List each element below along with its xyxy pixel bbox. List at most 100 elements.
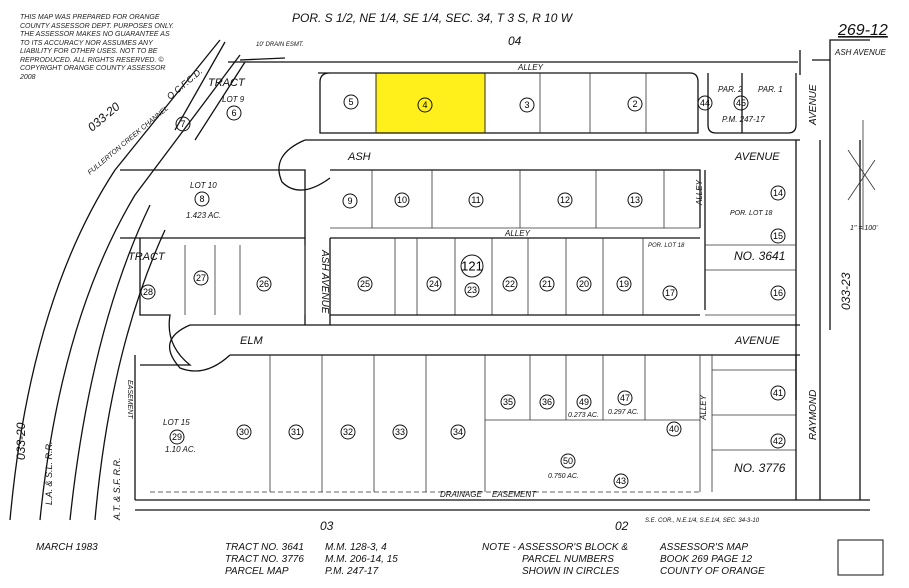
parcel-3[interactable]: 3 bbox=[519, 97, 535, 113]
parcel-30[interactable]: 30 bbox=[236, 424, 252, 440]
parcel-number: 4 bbox=[422, 100, 427, 110]
parcel-number: 26 bbox=[259, 279, 269, 289]
tract-number: NO. 3776 bbox=[734, 461, 786, 475]
parcel-circle bbox=[193, 270, 209, 286]
parcel-circle bbox=[342, 193, 358, 209]
parcel-number: 47 bbox=[620, 393, 630, 403]
parcel-number: 12 bbox=[560, 195, 570, 205]
parcel-label: PAR. 2 bbox=[718, 85, 743, 94]
parcel-number: 28 bbox=[143, 287, 153, 297]
parcel-14[interactable]: 14 bbox=[770, 185, 786, 201]
parcel-circle bbox=[770, 285, 786, 301]
parcel-circle bbox=[627, 96, 643, 112]
parcel-25[interactable]: 25 bbox=[357, 276, 373, 292]
book-left-bottom: 033-20 bbox=[14, 422, 28, 460]
street-label: ALLEY bbox=[517, 63, 544, 72]
parcel-number: 40 bbox=[669, 424, 679, 434]
parcel-circle bbox=[616, 276, 632, 292]
railroad-label: L.A. & S.L. R.R. bbox=[44, 441, 54, 505]
parcel-42[interactable]: 42 bbox=[770, 433, 786, 449]
parcel-11[interactable]: 11 bbox=[468, 192, 484, 208]
parcel-circle bbox=[357, 276, 373, 292]
railroad-label: A.T. & S.F. R.R. bbox=[112, 457, 122, 521]
parcel-number: 21 bbox=[542, 279, 552, 289]
parcel-20[interactable]: 20 bbox=[576, 276, 592, 292]
parcel-circle bbox=[394, 192, 410, 208]
parcel-12[interactable]: 12 bbox=[557, 192, 573, 208]
parcel-41[interactable]: 41 bbox=[770, 385, 786, 401]
parcel-number: 9 bbox=[347, 196, 352, 206]
parcel-circle bbox=[236, 424, 252, 440]
map-linework bbox=[9, 39, 884, 576]
parcel-circle bbox=[169, 429, 185, 445]
parcel-24[interactable]: 24 bbox=[426, 276, 442, 292]
parcel-10[interactable]: 10 bbox=[394, 192, 410, 208]
parcel-40[interactable]: 40 bbox=[666, 421, 682, 437]
parcel-27[interactable]: 27 bbox=[193, 270, 209, 286]
block-label: 02 bbox=[615, 519, 629, 533]
parcel-16[interactable]: 16 bbox=[770, 285, 786, 301]
parcel-13[interactable]: 13 bbox=[627, 192, 643, 208]
parcel-circle bbox=[560, 453, 576, 469]
lot-label: LOT 9 bbox=[222, 95, 245, 104]
parcel-7[interactable]: 7 bbox=[175, 116, 191, 132]
parcel-17[interactable]: 17 bbox=[662, 285, 678, 301]
parcel-circle bbox=[140, 284, 156, 300]
book-line: COUNTY OF ORANGE bbox=[660, 566, 765, 577]
lot-label: POR. LOT 18 bbox=[730, 210, 773, 217]
parcel-9[interactable]: 9 bbox=[342, 193, 358, 209]
parcel-circle bbox=[288, 424, 304, 440]
parcel-circle bbox=[576, 394, 592, 410]
parcel-29[interactable]: 29 bbox=[169, 429, 185, 445]
parcel-4[interactable]: 4 bbox=[417, 97, 433, 113]
parcel-34[interactable]: 34 bbox=[450, 424, 466, 440]
ref: P.M. 247-17 bbox=[325, 566, 379, 577]
parcel-circle bbox=[392, 424, 408, 440]
parcel-circle bbox=[539, 394, 555, 410]
parcel-19[interactable]: 19 bbox=[616, 276, 632, 292]
parcel-circle bbox=[460, 254, 484, 278]
parcel-28[interactable]: 28 bbox=[140, 284, 156, 300]
parcel-number: 121 bbox=[461, 259, 483, 274]
street-label: ASH AVENUE bbox=[319, 249, 330, 314]
block-number[interactable]: 121 bbox=[460, 254, 484, 278]
parcel-32[interactable]: 32 bbox=[340, 424, 356, 440]
parcel-5[interactable]: 5 bbox=[343, 94, 359, 110]
parcel-8[interactable]: 8 bbox=[194, 191, 210, 207]
parcel-circle bbox=[770, 385, 786, 401]
parcel-33[interactable]: 33 bbox=[392, 424, 408, 440]
parcel-23[interactable]: 23 bbox=[464, 282, 480, 298]
parcel-15[interactable]: 15 bbox=[770, 228, 786, 244]
parcel-45[interactable]: 45 bbox=[733, 95, 749, 111]
parcel-50[interactable]: 50 bbox=[560, 453, 576, 469]
parcel-circle bbox=[576, 276, 592, 292]
parcel-number: 34 bbox=[453, 427, 463, 437]
parcel-6[interactable]: 6 bbox=[226, 105, 242, 121]
parcel-circle bbox=[500, 394, 516, 410]
highlighted-parcel[interactable] bbox=[375, 72, 486, 134]
area-label: 1.423 AC. bbox=[186, 211, 221, 220]
parcel-47[interactable]: 47 bbox=[617, 390, 633, 406]
parcel-44[interactable]: 44 bbox=[697, 95, 713, 111]
parcel-26[interactable]: 26 bbox=[256, 276, 272, 292]
parcel-49[interactable]: 49 bbox=[576, 394, 592, 410]
parcel-number: 6 bbox=[231, 108, 236, 118]
street-label: AVENUE bbox=[808, 84, 819, 126]
parcel-number: 5 bbox=[348, 97, 353, 107]
parcel-31[interactable]: 31 bbox=[288, 424, 304, 440]
parcel-35[interactable]: 35 bbox=[500, 394, 516, 410]
parcel-36[interactable]: 36 bbox=[539, 394, 555, 410]
parcel-number: 15 bbox=[773, 231, 783, 241]
parcel-43[interactable]: 43 bbox=[613, 473, 629, 489]
street-label: AVENUE bbox=[734, 335, 780, 347]
parcel-2[interactable]: 2 bbox=[627, 96, 643, 112]
parcel-number: 27 bbox=[196, 273, 206, 283]
parcel-number: 24 bbox=[429, 279, 439, 289]
parcel-21[interactable]: 21 bbox=[539, 276, 555, 292]
ref: PARCEL MAP bbox=[225, 566, 289, 577]
parcel-22[interactable]: 22 bbox=[502, 276, 518, 292]
